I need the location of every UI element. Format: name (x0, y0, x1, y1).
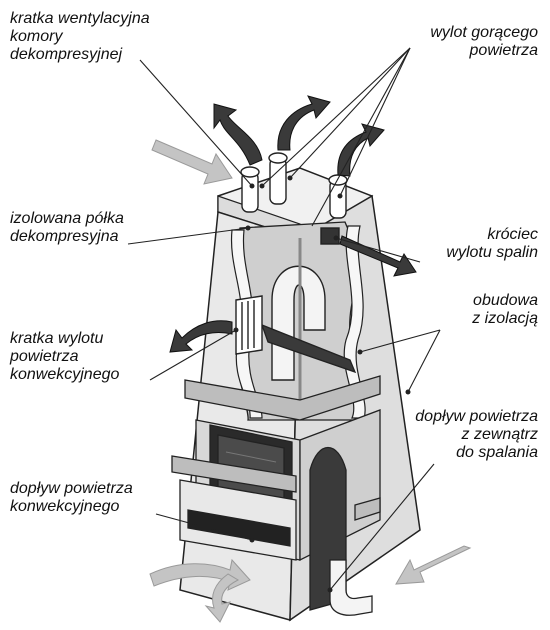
label-casing-line-1: obudowa (472, 292, 538, 310)
label-convection-grille-line-3: konwekcyjnego (10, 366, 119, 384)
label-convection-grille-line-1: kratka wylotu (10, 330, 119, 348)
label-vent-grille-line-2: komory (10, 28, 150, 46)
label-insulated-shelf: izolowana półka dekompresyjna (10, 210, 124, 246)
label-convection-inlet-line-2: konwekcyjnego (10, 498, 133, 516)
label-vent-grille-line-3: dekompresyjnej (10, 46, 150, 64)
label-convection-inlet-line-1: dopływ powietrza (10, 480, 133, 498)
label-vent-grille: kratka wentylacyjna komory dekompresyjne… (10, 10, 150, 64)
label-vent-grille-line-1: kratka wentylacyjna (10, 10, 150, 28)
label-convection-grille-line-2: powietrza (10, 348, 119, 366)
label-flue-stub-line-2: wylotu spalin (446, 244, 538, 262)
label-hot-air-outlet: wylot gorącego powietrza (430, 24, 538, 60)
label-flue-stub: króciec wylotu spalin (446, 226, 538, 262)
label-outside-air-line-2: z zewnątrz (415, 426, 538, 444)
label-outside-air: dopływ powietrza z zewnątrz do spalania (415, 408, 538, 462)
label-hot-air-outlet-line-2: powietrza (430, 42, 538, 60)
label-convection-inlet: dopływ powietrza konwekcyjnego (10, 480, 133, 516)
label-convection-grille: kratka wylotu powietrza konwekcyjnego (10, 330, 119, 384)
label-outside-air-line-3: do spalania (415, 444, 538, 462)
label-outside-air-line-1: dopływ powietrza (415, 408, 538, 426)
label-casing: obudowa z izolacją (472, 292, 538, 328)
label-insulated-shelf-line-1: izolowana półka (10, 210, 124, 228)
label-hot-air-outlet-line-1: wylot gorącego (430, 24, 538, 42)
label-casing-line-2: z izolacją (472, 310, 538, 328)
convection-grille (236, 296, 262, 354)
label-flue-stub-line-1: króciec (446, 226, 538, 244)
label-insulated-shelf-line-2: dekompresyjna (10, 228, 124, 246)
